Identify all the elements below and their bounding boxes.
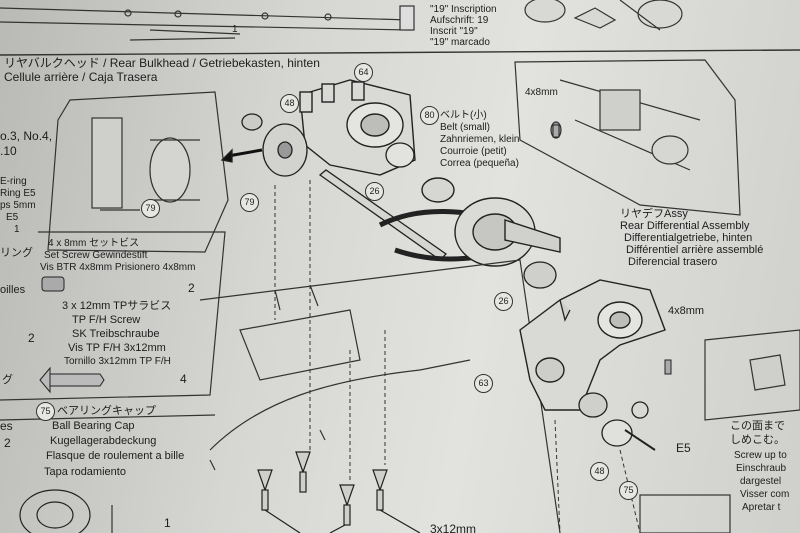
- left-frag-billes: oilles: [0, 284, 26, 296]
- label-4x8-top: 4x8mm: [525, 87, 558, 98]
- inscription-line-en: "19" Inscription: [430, 4, 497, 15]
- bottom-screws: [257, 451, 421, 533]
- diff-jp: リヤデフAssy: [620, 208, 688, 220]
- tp-screw-es: Tornillo 3x12mm TP F/H: [64, 356, 171, 367]
- left-frag-5mm: ps 5mm: [0, 200, 36, 211]
- set-screw-jp: 4 x 8mm セットビス: [48, 238, 140, 249]
- callout-48-lower: 48: [590, 462, 609, 481]
- screw-up-jp2: しめこむ。: [730, 434, 785, 446]
- callout-48-top: 48: [280, 94, 299, 113]
- belt-fr: Courroie (petit): [440, 146, 507, 157]
- callout-26-top: 26: [365, 182, 384, 201]
- section-title-line2: Cellule arrière / Caja Trasera: [4, 70, 158, 84]
- rear-bulkhead-lower: [519, 279, 666, 411]
- label-e5: E5: [676, 441, 691, 455]
- bearing-cap-jp: ベアリングキャップ: [57, 405, 156, 417]
- detail-box-left: [47, 91, 229, 253]
- left-frag-two-b: 2: [4, 436, 11, 450]
- tp-screw-en: TP F/H Screw: [72, 314, 141, 326]
- callout-26-lower: 26: [494, 292, 513, 311]
- inscription-line-de: Aufschrift: 19: [430, 15, 489, 26]
- top-right-parts: [524, 0, 683, 31]
- tp-screw-fr: Vis TP F/H 3x12mm: [68, 342, 166, 354]
- chassis-plate: [199, 259, 561, 533]
- bearing-parts: [523, 261, 656, 451]
- tp-screw-jp: 3 x 12mm TPサラビス: [62, 300, 172, 312]
- left-frag-gu: グ: [2, 374, 13, 386]
- left-frag-one: 1: [14, 224, 20, 235]
- left-frag-e5: E5: [6, 212, 19, 223]
- screw-up-de: Einschraub: [736, 463, 787, 474]
- inscription-line-fr: Inscrit "19": [430, 26, 478, 37]
- set-screw-qty: 2: [188, 281, 195, 295]
- belt-de: Zahnriemen, klein: [440, 134, 520, 145]
- tp-screw-qty: 4: [180, 372, 187, 386]
- left-frag-no: o.3, No.4,: [0, 129, 53, 143]
- belt-jp: ベルト(小): [440, 110, 487, 121]
- screw-up-de2: dargestel: [740, 476, 782, 487]
- diff-es: Diferencial trasero: [628, 256, 718, 268]
- bearing-cap-es: Tapa rodamiento: [44, 466, 126, 478]
- label-3x12-bottom: 3x12mm: [430, 522, 477, 533]
- bearing-cap-icon: [19, 489, 91, 533]
- screw-up-es: Apretar t: [742, 502, 781, 513]
- drive-shaft: [318, 142, 448, 261]
- top-shaft-drawing: [0, 5, 415, 35]
- bearing-cap-de: Kugellagerabdeckung: [50, 435, 157, 447]
- belt-and-diff: [378, 177, 561, 267]
- callout-79-main: 79: [240, 193, 259, 212]
- inscription-line-es: "19" marcado: [430, 37, 490, 48]
- set-screw-en: Set Screw Gewindestift: [44, 250, 148, 261]
- callout-80: 80: [420, 106, 439, 125]
- set-screws: [41, 124, 672, 375]
- section-title-line1: リヤバルクヘッド / Rear Bulkhead / Getriebekaste…: [4, 56, 320, 70]
- screw-up-jp1: この面まで: [730, 420, 785, 432]
- callout-64: 64: [354, 63, 373, 82]
- belt-en: Belt (small): [440, 122, 491, 133]
- left-frag-ring-e5: Ring E5: [0, 188, 36, 199]
- screw-up-en: Screw up to: [734, 450, 787, 461]
- belt-es: Correa (pequeña): [440, 158, 519, 169]
- diff-en: Rear Differential Assembly: [620, 220, 750, 232]
- assembly-guide-lines: [274, 180, 641, 533]
- shaft-part-qty: 1: [232, 24, 238, 35]
- tp-screw-icon: [39, 366, 105, 394]
- left-frag-10: .10: [0, 144, 17, 158]
- callout-75-list: 75: [36, 402, 55, 421]
- label-4x8-right: 4x8mm: [668, 305, 705, 317]
- left-frag-es: es: [0, 419, 13, 433]
- diff-fr: Différentiel arrière assemblé: [626, 244, 764, 256]
- section-divider: [0, 49, 800, 56]
- diff-de: Differentialgetriebe, hinten: [624, 232, 753, 244]
- left-frag-ringu: リング: [0, 247, 33, 259]
- left-frag-ering: E-ring: [0, 176, 27, 187]
- callout-63: 63: [474, 374, 493, 393]
- tp-screw-de: SK Treibschraube: [72, 328, 160, 340]
- zoom-box-right: [639, 329, 800, 533]
- bearing-cap-en: Ball Bearing Cap: [52, 420, 135, 432]
- callout-79-detail: 79: [141, 199, 160, 218]
- screw-up-fr: Visser com: [740, 489, 790, 500]
- detail-box-right: [514, 59, 741, 216]
- pulley-drawing: [220, 113, 308, 177]
- bearing-cap-fr: Flasque de roulement a bille: [46, 450, 185, 462]
- callout-75-main: 75: [619, 481, 638, 500]
- left-frag-two: 2: [28, 331, 35, 345]
- parts-list-boxes: [0, 37, 236, 533]
- set-screw-fr: Vis BTR 4x8mm Prisionero 4x8mm: [40, 262, 196, 273]
- bearing-cap-qty: 1: [164, 516, 171, 530]
